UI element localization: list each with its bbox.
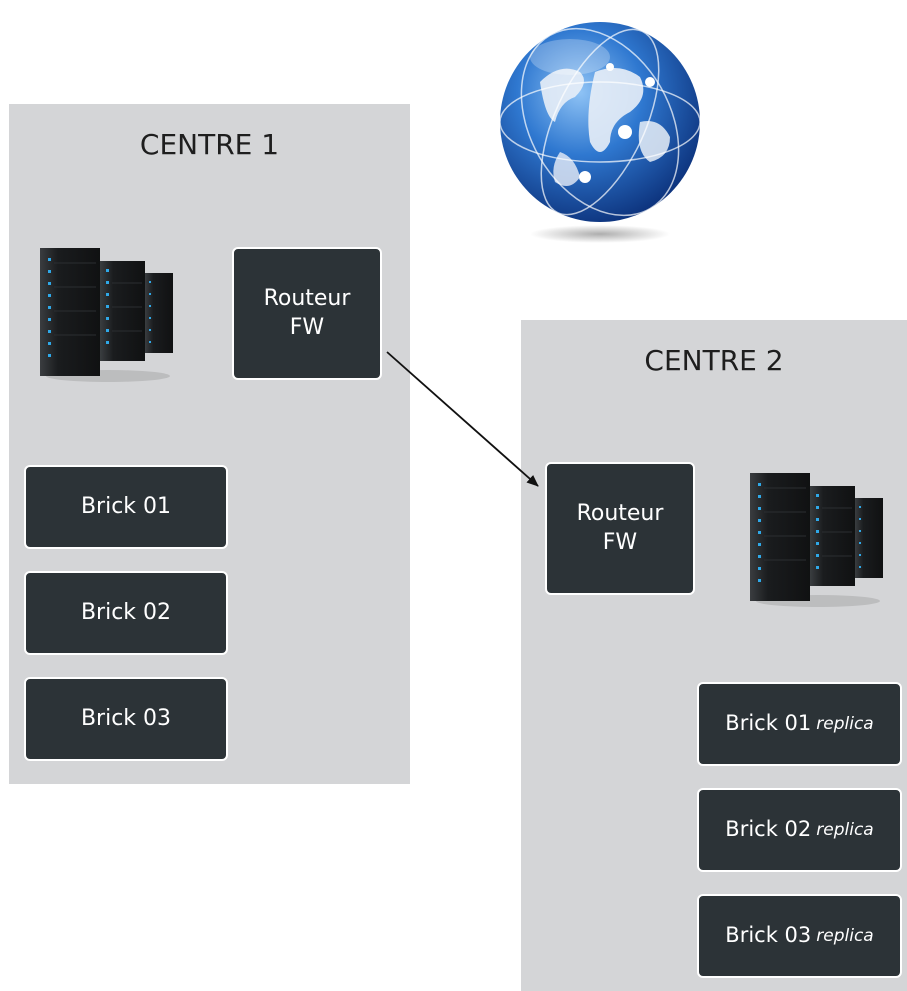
router-label-line2: FW	[289, 314, 325, 340]
server-rack-icon	[750, 473, 883, 607]
centre-1-router-fw: Routeur FW	[232, 247, 382, 380]
router-label-line2: FW	[602, 529, 638, 555]
brick-label: Brick 03	[80, 705, 172, 731]
router-label-line1: Routeur	[576, 500, 664, 526]
globe-icon	[500, 22, 700, 243]
centre-2-panel: CENTRE 2	[521, 320, 907, 991]
centre-2-title: CENTRE 2	[644, 344, 784, 377]
router-label-line1: Routeur	[263, 285, 351, 311]
replica-tag: replica	[816, 925, 874, 946]
brick-label: Brick 01	[80, 493, 172, 519]
centre-1-brick-01: Brick 01	[24, 465, 228, 549]
centre-1-panel: CENTRE 1	[9, 104, 410, 784]
brick-label: Brick 02	[725, 817, 812, 842]
replica-tag: replica	[816, 819, 874, 840]
brick-label: Brick 01	[725, 711, 812, 736]
server-rack-icon	[40, 248, 173, 382]
replica-tag: replica	[816, 713, 874, 734]
brick-label: Brick 03	[725, 923, 812, 948]
centre-2-router-fw: Routeur FW	[545, 462, 695, 595]
brick-label: Brick 02	[80, 599, 172, 625]
centre-1-brick-03: Brick 03	[24, 677, 228, 761]
centre-1-title: CENTRE 1	[139, 128, 280, 161]
centre-1-brick-02: Brick 02	[24, 571, 228, 655]
